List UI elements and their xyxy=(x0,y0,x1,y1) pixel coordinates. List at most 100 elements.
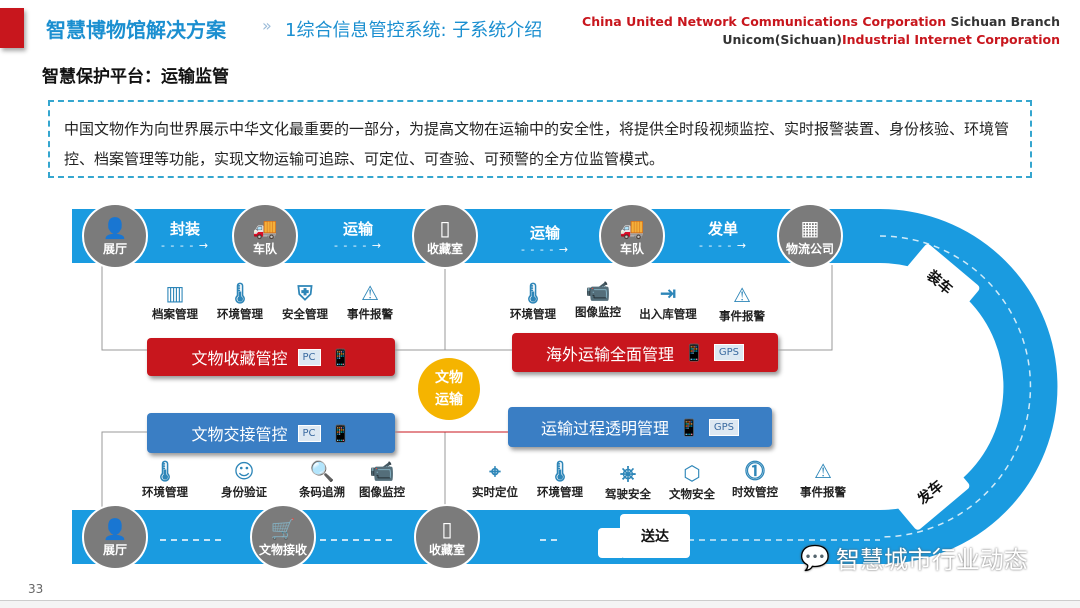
truck-deliver: 送达 xyxy=(620,514,690,558)
phone-icon: 📱 xyxy=(683,343,704,362)
flow-label: 封装 xyxy=(169,220,200,238)
arrow-right-icon: - - - - → xyxy=(160,239,210,252)
transparent-transport-box: 运输过程透明管理📱GPS xyxy=(508,407,772,447)
center-badge: 文物运输 xyxy=(418,358,480,420)
magnifier-icon: 🔍 xyxy=(309,459,335,483)
feature-alarm: ⚠ 事件报警 xyxy=(787,458,859,500)
watermark: 💬智慧城市行业动态 xyxy=(800,540,1028,575)
feature-label: 文物安全 xyxy=(669,487,715,501)
watermark-text: 智慧城市行业动态 xyxy=(835,546,1028,574)
warning-icon: ⚠ xyxy=(733,283,751,307)
building-icon: ▦ xyxy=(800,215,820,240)
node-hall-top: 👤展厅 xyxy=(82,203,148,269)
phone-icon: 📱 xyxy=(330,347,351,367)
box-label: 海外运输全面管理 xyxy=(545,344,674,364)
thermometer-icon: 🌡 xyxy=(152,459,178,483)
face-icon: ☺ xyxy=(233,459,255,483)
flow-label: 运输 xyxy=(342,220,373,238)
feature-label: 环境管理 xyxy=(537,485,583,499)
feature-label: 图像监控 xyxy=(359,485,405,499)
person-icon: 👤 xyxy=(102,215,128,240)
thermometer-icon: 🌡 xyxy=(520,281,546,305)
counter-icon: ⓵ xyxy=(745,459,765,483)
box-icon: ⬡ xyxy=(683,461,701,485)
feature-label: 图像监控 xyxy=(575,305,621,319)
node-label: 车队 xyxy=(619,241,644,256)
truck-cab xyxy=(598,528,622,558)
corp-name-red: China United Network Communications Corp… xyxy=(582,14,947,29)
flow-label: 运输 xyxy=(529,224,560,242)
feature-env: 🌡环境管理 xyxy=(204,280,276,322)
feature-label: 事件报警 xyxy=(719,309,765,323)
node-fleet-2: 🚚车队 xyxy=(599,203,665,269)
box-label: 文物收藏管控 xyxy=(191,349,288,368)
camera-icon: 📹 xyxy=(369,459,395,483)
flow-transport-2: 运输- - - - → xyxy=(505,222,585,256)
node-storage-bottom: ▯收藏室 xyxy=(414,504,480,570)
node-fleet-1: 🚚车队 xyxy=(232,203,298,269)
flow-dispatch: 发单- - - - → xyxy=(683,218,763,252)
door-icon: ▯ xyxy=(441,516,453,541)
section-title: 智慧保护平台：运输监管 xyxy=(42,67,229,87)
feature-env: 🌡 环境管理 xyxy=(524,458,596,500)
intro-text: 中国文物作为向世界展示中华文化最重要的一部分，为提高文物在运输中的安全性，将提供… xyxy=(48,100,1032,178)
steering-wheel-icon: ⎈ xyxy=(620,461,636,485)
feature-archive: ▥档案管理 xyxy=(139,280,211,322)
node-hall-bottom: 👤展厅 xyxy=(82,504,148,570)
feature-label: 事件报警 xyxy=(347,307,393,321)
feature-label: 安全管理 xyxy=(282,307,328,321)
footer-bar xyxy=(0,600,1080,608)
feature-env: 🌡 环境管理 xyxy=(497,280,569,322)
breadcrumb-separator: » xyxy=(262,16,272,35)
feature-label: 驾驶安全 xyxy=(605,487,651,501)
arrow-right-icon: - - - - → xyxy=(333,239,383,252)
feature-identity: ☺身份验证 xyxy=(208,458,280,500)
corp-sub-red: Industrial Internet Corporation xyxy=(841,32,1060,47)
feature-location: ⌖ 实时定位 xyxy=(459,458,531,500)
gps-icon: GPS xyxy=(713,344,745,361)
feature-relic-safety: ⬡ 文物安全 xyxy=(656,460,728,502)
feature-label: 环境管理 xyxy=(510,307,556,321)
flow-pack: 封装- - - - → xyxy=(145,218,225,252)
feature-camera: 📹图像监控 xyxy=(562,278,634,320)
truck-label: 送达 xyxy=(641,529,669,545)
feature-driving: ⎈ 驾驶安全 xyxy=(592,460,664,502)
feature-inout: ⇥出入库管理 xyxy=(632,280,704,322)
thermometer-icon: 🌡 xyxy=(227,281,253,305)
thermometer-icon: 🌡 xyxy=(547,459,573,483)
box-label: 文物交接管控 xyxy=(191,425,288,444)
warning-icon: ⚠ xyxy=(361,281,379,305)
gps-icon: GPS xyxy=(708,418,740,436)
feature-label: 条码追溯 xyxy=(299,485,345,499)
node-storage-top: ▯收藏室 xyxy=(412,203,478,269)
truck-label: 装车 xyxy=(923,267,956,298)
feature-label: 时效管控 xyxy=(732,485,778,499)
corp-line-2: Unicom(Sichuan)Industrial Internet Corpo… xyxy=(722,32,1060,47)
accent-bar xyxy=(0,8,24,48)
feature-label: 出入库管理 xyxy=(639,307,697,321)
overseas-transport-box: 海外运输全面管理 📱 GPS xyxy=(512,333,778,372)
center-line-1: 文物 xyxy=(435,370,463,386)
wechat-icon: 💬 xyxy=(800,543,830,572)
phone-icon: 📱 xyxy=(330,423,351,443)
arrow-right-icon: - - - - → xyxy=(698,239,748,252)
page-number: 33 xyxy=(28,582,44,596)
feature-camera: 📹 图像监控 xyxy=(346,458,418,500)
page-subtitle: 1综合信息管控系统: 子系统介绍 xyxy=(285,20,543,41)
person-icon: 👤 xyxy=(102,516,128,541)
feature-barcode: 🔍 条码追溯 xyxy=(286,458,358,500)
node-label: 展厅 xyxy=(102,241,127,256)
node-receive: 🛒文物接收 xyxy=(250,504,316,570)
feature-label: 事件报警 xyxy=(800,485,846,499)
warning-icon: ⚠ xyxy=(814,459,832,483)
feature-label: 实时定位 xyxy=(472,485,518,499)
pc-icon: PC xyxy=(297,348,321,366)
node-label: 收藏室 xyxy=(428,542,465,557)
location-pin-icon: ⌖ xyxy=(489,459,501,483)
corp-line-1: China United Network Communications Corp… xyxy=(582,14,1060,29)
truck-label: 发车 xyxy=(914,477,947,508)
corp-sub: Unicom(Sichuan) xyxy=(722,32,842,47)
flow-label: 发单 xyxy=(707,220,738,238)
arrow-right-icon: - - - - → xyxy=(520,243,570,256)
